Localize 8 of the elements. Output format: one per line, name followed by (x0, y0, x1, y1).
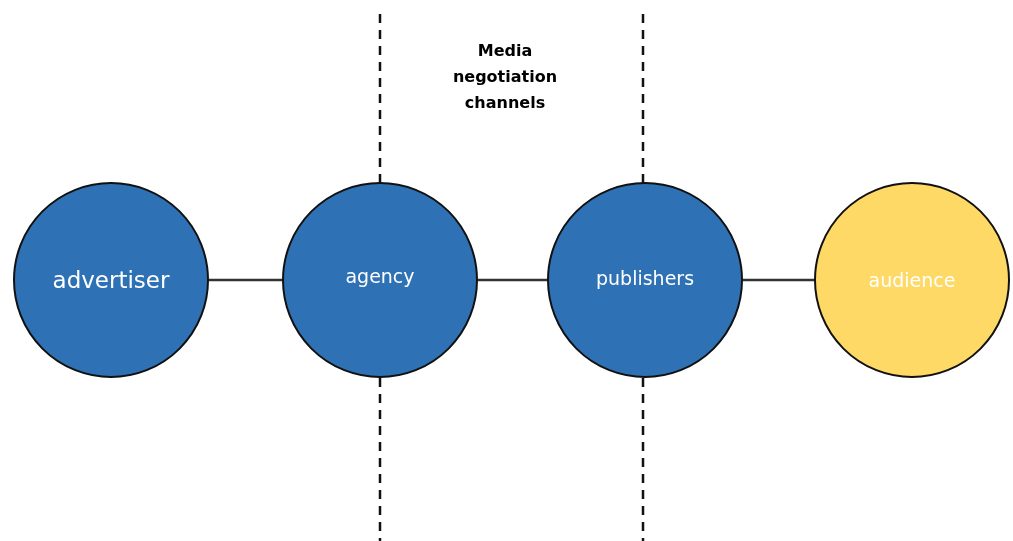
node-label: agency (345, 265, 415, 287)
connector-line (743, 278, 814, 282)
connector-line (209, 278, 282, 282)
section-label: Media negotiation channels (451, 40, 559, 114)
connector-line (478, 278, 547, 282)
node-label: audience (868, 269, 956, 291)
node-label: advertiser (52, 267, 170, 293)
node-label: publishers (595, 267, 695, 289)
